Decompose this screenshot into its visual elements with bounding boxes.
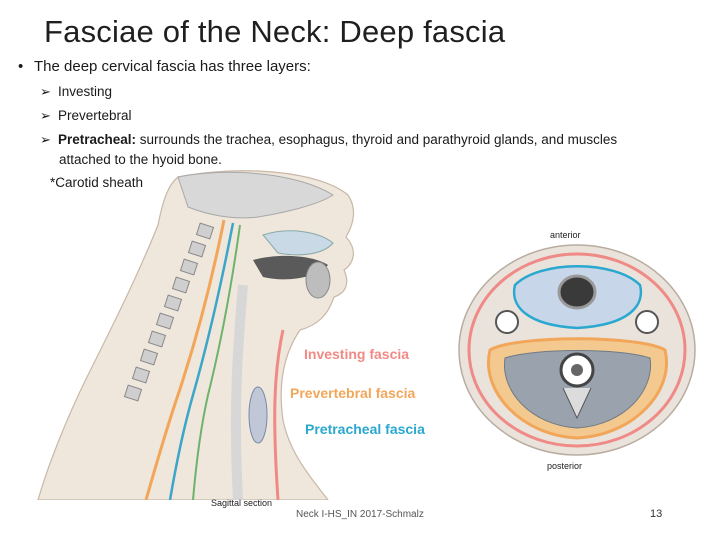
layer-name: Investing [58, 84, 112, 99]
carotid-sheath-left [496, 311, 518, 333]
tongue [306, 262, 330, 298]
arrow-bullet-icon: ➢ [40, 132, 58, 148]
sub-bullet-pretracheal: ➢Pretracheal: surrounds the trachea, eso… [40, 132, 617, 148]
bullet-dot-icon: • [18, 58, 34, 75]
bullet-text: The deep cervical fascia has three layer… [34, 58, 311, 75]
layer-name: Pretracheal: [58, 132, 136, 147]
posterior-label: posterior [547, 461, 582, 471]
spinal-cord [571, 364, 583, 376]
trachea [559, 276, 595, 308]
footer-source: Neck I-HS_IN 2017-Schmalz [296, 509, 424, 520]
arrow-bullet-icon: ➢ [40, 108, 58, 124]
arrow-bullet-icon: ➢ [40, 84, 58, 100]
anterior-label: anterior [550, 230, 581, 240]
layer-description: surrounds the trachea, esophagus, thyroi… [136, 132, 617, 147]
page-number: 13 [650, 508, 662, 520]
layer-name: Prevertebral [58, 108, 132, 123]
sagittal-caption: Sagittal section [211, 498, 272, 508]
sub-bullet-prevertebral: ➢Prevertebral [40, 108, 132, 124]
axial-section-figure [455, 240, 700, 460]
sub-bullet-investing: ➢Investing [40, 84, 112, 100]
main-bullet: •The deep cervical fascia has three laye… [18, 58, 311, 75]
investing-fascia-label: Investing fascia [304, 346, 409, 362]
pretracheal-fascia-label: Pretracheal fascia [305, 421, 425, 437]
carotid-sheath-right [636, 311, 658, 333]
prevertebral-fascia-label: Prevertebral fascia [290, 385, 415, 401]
slide-title: Fasciae of the Neck: Deep fascia [44, 14, 505, 50]
thyroid [249, 387, 267, 443]
sagittal-section-figure [28, 165, 448, 500]
